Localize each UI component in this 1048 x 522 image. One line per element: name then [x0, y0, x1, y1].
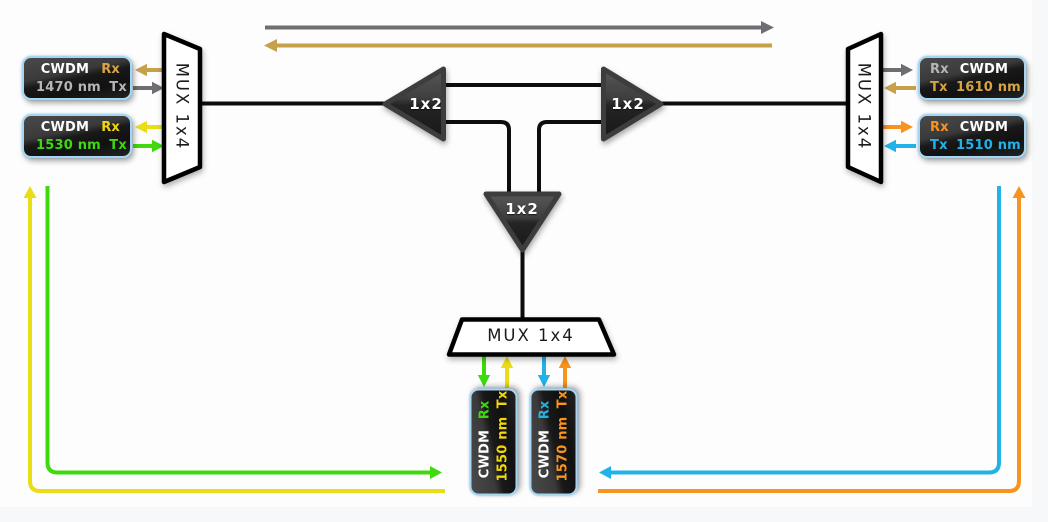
mux-right-shape — [845, 31, 884, 185]
transceiver-row: CWDM Rx — [476, 390, 493, 493]
mux-bottom-label: MUX 1x4 — [487, 326, 575, 345]
tx-port-label: Tx — [930, 137, 948, 153]
cwdm1470-tx-arrowhead — [152, 81, 164, 95]
rx-port-label: Rx — [476, 400, 492, 419]
transceiver-row: 1570 nm Tx — [554, 390, 571, 493]
splitter-right-label: 1x2 — [611, 95, 645, 113]
transceiver-cwdm-1550: CWDM Rx 1550 nm Tx — [469, 388, 517, 495]
transceiver-row: CWDM Rx — [536, 390, 553, 493]
transceiver-cwdm-1530: CWDM Rx 1530 nm Tx — [22, 114, 132, 158]
splitter-left-label: 1x2 — [409, 95, 443, 113]
transceiver-name: CWDM — [959, 119, 1009, 135]
transceiver-name: CWDM — [476, 429, 492, 478]
yellow-fiber-route — [28, 197, 445, 493]
cwdm1510-tx-arrowhead — [884, 139, 896, 153]
transceiver-row: CWDM Rx — [24, 61, 130, 78]
cwdm1510-rx-arrowhead — [901, 120, 913, 134]
rx-port-label: Rx — [101, 119, 120, 135]
splitter-bottom-label: 1x2 — [505, 200, 539, 218]
green-fiber-route — [45, 186, 431, 475]
transceiver-cwdm-1470: CWDM Rx 1470 nm Tx — [22, 56, 132, 100]
tan-signal-arrowhead-left — [264, 39, 277, 52]
transceiver-wavelength: 1570 nm — [555, 416, 570, 481]
transceiver-row: Rx CWDM — [920, 61, 1024, 78]
transceiver-name: CWDM — [40, 119, 90, 135]
transceiver-row: Tx 1510 nm — [920, 137, 1024, 154]
tx-port-label: Tx — [109, 137, 127, 153]
transceiver-cwdm-1610: Rx CWDM Tx 1610 nm — [918, 56, 1026, 100]
mux-left-label: MUX 1x4 — [172, 62, 192, 151]
splitter-right-shape — [601, 66, 664, 142]
transceiver-row: Tx 1610 nm — [920, 79, 1024, 96]
tx-port-label: Tx — [555, 390, 570, 408]
tx-port-label: Tx — [109, 79, 127, 95]
transceiver-row: Rx CWDM — [920, 119, 1024, 136]
transceiver-name: CWDM — [537, 429, 552, 478]
transceiver-row: 1550 nm Tx — [494, 390, 511, 493]
yellow-fiber-arrowhead — [23, 186, 37, 198]
transceiver-wavelength: 1530 nm — [36, 137, 101, 153]
gray-signal-arrowhead-right — [761, 21, 774, 34]
cwdm1550-rx-arrowhead — [477, 375, 491, 387]
green-fiber-arrowhead — [430, 466, 442, 479]
transceiver-wavelength: 1510 nm — [956, 137, 1021, 153]
orange-fiber-arrowhead — [1012, 186, 1026, 198]
cwdm1530-tx-arrowhead — [152, 139, 164, 153]
rx-port-label: Rx — [930, 119, 949, 135]
mux-left-shape — [161, 31, 203, 185]
transceiver-cwdm-1510: Rx CWDM Tx 1510 nm — [918, 114, 1026, 158]
transceiver-wavelength: 1610 nm — [956, 79, 1021, 95]
transceiver-name: CWDM — [40, 61, 90, 77]
mux-bottom-shape — [446, 317, 617, 357]
cwdm1610-rx-arrowhead — [901, 63, 913, 77]
transceiver-wavelength: 1550 nm — [494, 416, 510, 481]
tx-port-label: Tx — [494, 390, 510, 408]
transceiver-name: CWDM — [959, 61, 1009, 77]
splitter-link-right-drop — [537, 120, 603, 194]
splitter-bottom-shape — [483, 191, 562, 253]
transceiver-row: 1470 nm Tx — [24, 79, 130, 96]
transceiver-row: CWDM Rx — [24, 119, 130, 136]
page-edge-right — [1032, 0, 1048, 522]
cwdm1570-rx-arrowhead — [537, 375, 551, 387]
rx-port-label: Rx — [537, 400, 552, 419]
transceiver-row: 1530 nm Tx — [24, 137, 130, 154]
tx-port-label: Tx — [930, 79, 948, 95]
cwdm1570-tx-arrowhead — [558, 356, 572, 368]
blue-fiber-route — [610, 186, 1001, 475]
splitter-left-shape — [382, 66, 446, 142]
orange-fiber-route — [598, 197, 1021, 493]
cwdm1610-tx-arrowhead — [884, 81, 896, 95]
transceiver-cwdm-1570: CWDM Rx 1570 nm Tx — [529, 388, 578, 495]
cwdm1470-rx-arrowhead — [135, 63, 147, 77]
cwdm1530-rx-arrowhead — [135, 120, 147, 134]
cwdm1550-tx-arrowhead — [500, 356, 514, 368]
page-edge-bottom — [0, 507, 1048, 522]
rx-port-label: Rx — [930, 61, 949, 77]
mux-right-label: MUX 1x4 — [854, 62, 874, 151]
blue-fiber-arrowhead — [599, 466, 611, 479]
rx-port-label: Rx — [101, 61, 120, 77]
transceiver-wavelength: 1470 nm — [36, 79, 101, 95]
splitter-link-left-drop — [444, 120, 511, 194]
